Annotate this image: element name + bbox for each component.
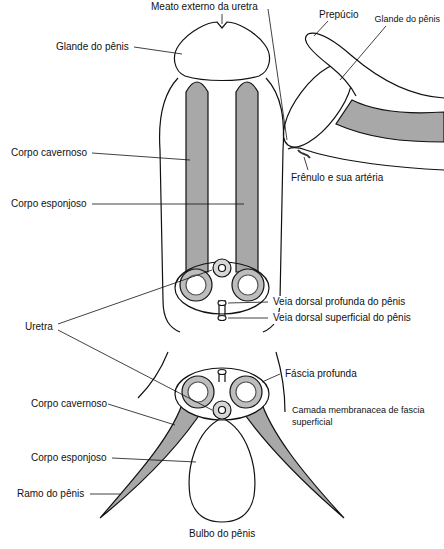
part-label: Corpo cavernoso bbox=[10, 147, 88, 159]
leader-line bbox=[90, 494, 120, 495]
fascia-outline bbox=[138, 352, 168, 398]
part-label: Glande do pênis bbox=[55, 41, 130, 53]
part-label: Veia dorsal profunda do pênis bbox=[272, 296, 406, 308]
leader-line bbox=[340, 26, 386, 80]
crus bbox=[100, 398, 206, 518]
part-label: Glande do pênis bbox=[373, 13, 441, 25]
cross-section bbox=[236, 382, 256, 402]
leader-line bbox=[92, 204, 244, 205]
part-label: Ramo do pênis bbox=[16, 488, 85, 500]
leader-line bbox=[314, 21, 328, 36]
urethra-section bbox=[219, 265, 226, 272]
urethra-section bbox=[213, 401, 231, 419]
part-label: Uretra bbox=[24, 321, 54, 333]
vein bbox=[218, 370, 226, 375]
bulb bbox=[189, 418, 255, 522]
part-label: Corpo esponjoso bbox=[30, 452, 108, 464]
leader-line bbox=[228, 318, 268, 319]
part-label: Camada membranacea de fascia superficial bbox=[291, 404, 441, 428]
vein bbox=[219, 300, 225, 320]
glans bbox=[174, 22, 269, 81]
cross-section bbox=[230, 376, 262, 408]
part-label: Frênulo e sua artéria bbox=[290, 172, 384, 184]
prepuce bbox=[305, 33, 444, 98]
cross-section bbox=[238, 275, 258, 295]
leader-line bbox=[108, 404, 175, 425]
leader-line bbox=[228, 302, 268, 303]
skin-outline bbox=[160, 78, 180, 332]
leader-line bbox=[112, 458, 196, 462]
part-label: Corpo esponjoso bbox=[10, 198, 88, 210]
part-label: Veia dorsal superficial do pênis bbox=[272, 312, 412, 324]
part-label: Bulbo do pênis bbox=[188, 528, 256, 540]
frenulum bbox=[298, 150, 310, 158]
part-label: Corpo cavernoso bbox=[30, 398, 108, 410]
corpus-column bbox=[186, 82, 208, 272]
cross-section bbox=[232, 269, 264, 301]
cross-section bbox=[180, 269, 212, 301]
corpus-band bbox=[336, 100, 444, 142]
part-label: Fáscia profunda bbox=[284, 368, 358, 380]
fascia-outline bbox=[276, 352, 285, 412]
leader-line bbox=[222, 14, 223, 24]
cross-section bbox=[182, 376, 214, 408]
side-view bbox=[271, 33, 444, 170]
leader-line bbox=[134, 47, 182, 54]
urethra-section bbox=[213, 259, 231, 277]
skin-outline bbox=[263, 78, 284, 332]
urethra-section bbox=[219, 407, 226, 414]
part-label: Prepúcio bbox=[318, 9, 359, 21]
fascia-ring bbox=[175, 262, 269, 314]
skin-outline bbox=[288, 148, 444, 170]
leader-line bbox=[92, 153, 190, 160]
leader-line bbox=[262, 374, 280, 382]
corpus-column bbox=[236, 82, 258, 272]
leader-line bbox=[268, 9, 287, 140]
vein bbox=[218, 301, 226, 306]
leader-line bbox=[304, 157, 308, 170]
part-label: Meato externo da uretra bbox=[150, 1, 259, 13]
vein bbox=[218, 316, 226, 321]
leader-line bbox=[58, 270, 212, 324]
fascia-ring bbox=[175, 368, 269, 420]
